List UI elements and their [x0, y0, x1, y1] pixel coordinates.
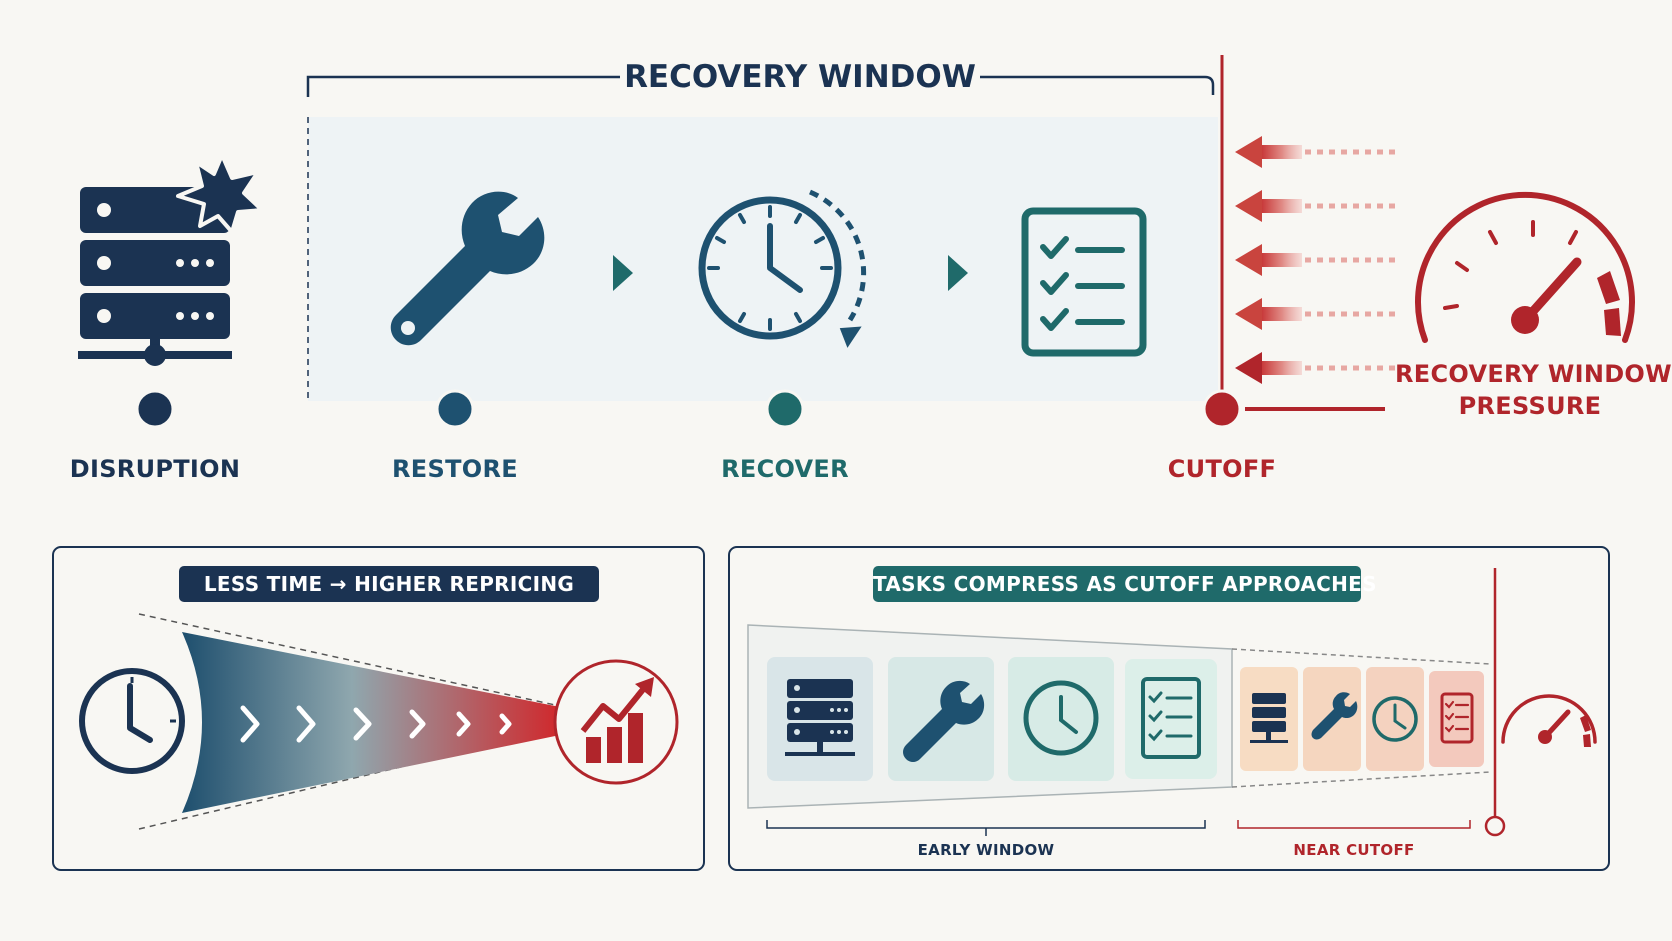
- clock-icon: [79, 668, 185, 774]
- chevrons: [240, 705, 512, 743]
- chart-up-icon: [553, 659, 679, 785]
- repricing-title-badge: [179, 566, 599, 602]
- repricing-title: LESS TIME → HIGHER REPRICING: [203, 572, 575, 596]
- early-window-label: EARLY WINDOW: [917, 841, 1055, 859]
- gauge-icon: [1501, 694, 1597, 747]
- milestone-label-restore: RESTORE: [392, 455, 518, 483]
- milestone-dot-restore: [435, 389, 475, 429]
- server-icon: [78, 187, 232, 366]
- compression-panel: [728, 546, 1610, 871]
- pressure-label-line2: PRESSURE: [1458, 392, 1602, 420]
- clock-icon: [698, 189, 867, 348]
- pressure-arrow: [1235, 190, 1395, 222]
- pressure-arrow: [1235, 298, 1395, 330]
- task-tile-server: [767, 657, 873, 781]
- cutoff-marker-dot: [1484, 815, 1506, 837]
- pressure-label-line1: RECOVERY WINDOW: [1395, 360, 1672, 388]
- milestone-dot-cutoff: [1202, 389, 1242, 429]
- step-arrow-icon: [613, 255, 633, 291]
- compression-title-badge: [873, 566, 1361, 602]
- pressure-arrow: [1235, 136, 1395, 168]
- task-tile-clock: [1008, 657, 1114, 781]
- near-cutoff-label: NEAR CUTOFF: [1293, 841, 1415, 859]
- pressure-arrow: [1235, 352, 1395, 384]
- recovery-window-title: RECOVERY WINDOW: [624, 59, 976, 95]
- task-tile-checklist-compressed: [1429, 671, 1484, 767]
- task-tile-server-compressed: [1240, 667, 1298, 771]
- task-tile-wrench: [888, 657, 994, 781]
- task-tile-clock-compressed: [1366, 667, 1424, 771]
- milestone-dot-recover: [765, 389, 805, 429]
- task-tile-wrench-compressed: [1303, 667, 1361, 771]
- pressure-arrow: [1235, 244, 1395, 276]
- window-bracket: [306, 75, 1215, 97]
- timeline: [58, 389, 1385, 429]
- repricing-panel: [52, 546, 705, 871]
- near-cutoff-bracket: [1237, 820, 1471, 829]
- milestone-label-disruption: DISRUPTION: [69, 455, 241, 483]
- gauge-icon: [1415, 192, 1635, 343]
- pressure-arrows: [1235, 136, 1395, 384]
- step-arrow-icon: [948, 255, 968, 291]
- checklist-icon: [1021, 207, 1147, 357]
- wrench-icon: [390, 191, 545, 346]
- milestone-dot-disruption: [135, 389, 175, 429]
- compression-title: TASKS COMPRESS AS CUTOFF APPROACHES: [873, 572, 1377, 596]
- burst-icon: [176, 153, 264, 234]
- milestone-label-recover: RECOVER: [721, 455, 849, 483]
- task-tile-checklist: [1125, 659, 1217, 779]
- milestone-label-cutoff: CUTOFF: [1167, 455, 1277, 483]
